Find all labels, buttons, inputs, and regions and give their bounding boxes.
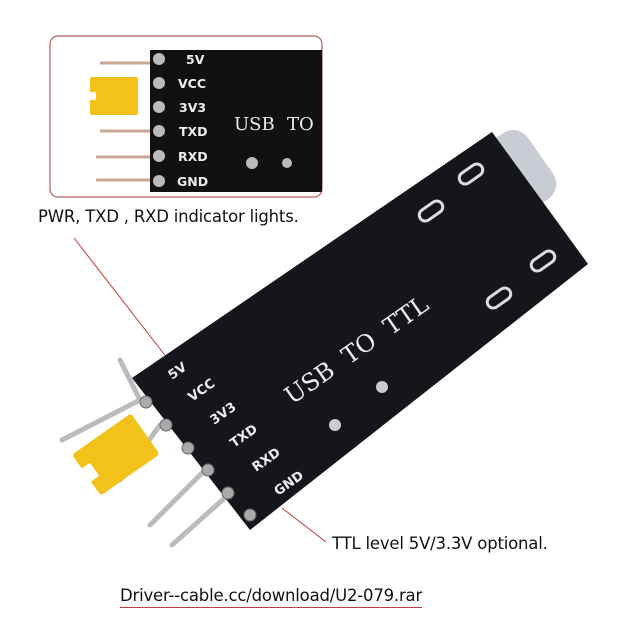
inset-pin-label: RXD — [178, 149, 208, 164]
indicator-caption: PWR, TXD , RXD indicator lights. — [38, 207, 299, 226]
usb-ttl-board: 5V VCC 3V3 TXD RXD GND USB TO TTL — [59, 129, 588, 548]
inset-pin-label: TXD — [179, 124, 208, 139]
inset-pin-label: GND — [177, 174, 208, 189]
inset-jumper — [90, 77, 138, 115]
inset-closeup: 5V VCC 3V3 TXD RXD GND USB TO — [49, 35, 323, 198]
jumper-cap — [73, 414, 159, 495]
led-2 — [376, 381, 388, 393]
inset-pin-label: 5V — [186, 52, 205, 67]
inset-led-2 — [282, 158, 292, 168]
callout-line-indicator — [73, 237, 179, 373]
inset-board-text-usb: USB — [234, 114, 275, 135]
inset-pin-label: VCC — [178, 76, 206, 91]
callout-line-ttl — [281, 507, 327, 543]
led-1 — [329, 419, 341, 431]
inset-led-1 — [246, 157, 258, 169]
inset-board-text-to: TO — [287, 114, 314, 135]
driver-download-link[interactable]: Driver--cable.cc/download/U2-079.rar — [120, 586, 422, 608]
inset-pin-label: 3V3 — [179, 100, 206, 115]
ttl-level-caption: TTL level 5V/3.3V optional. — [332, 534, 548, 553]
